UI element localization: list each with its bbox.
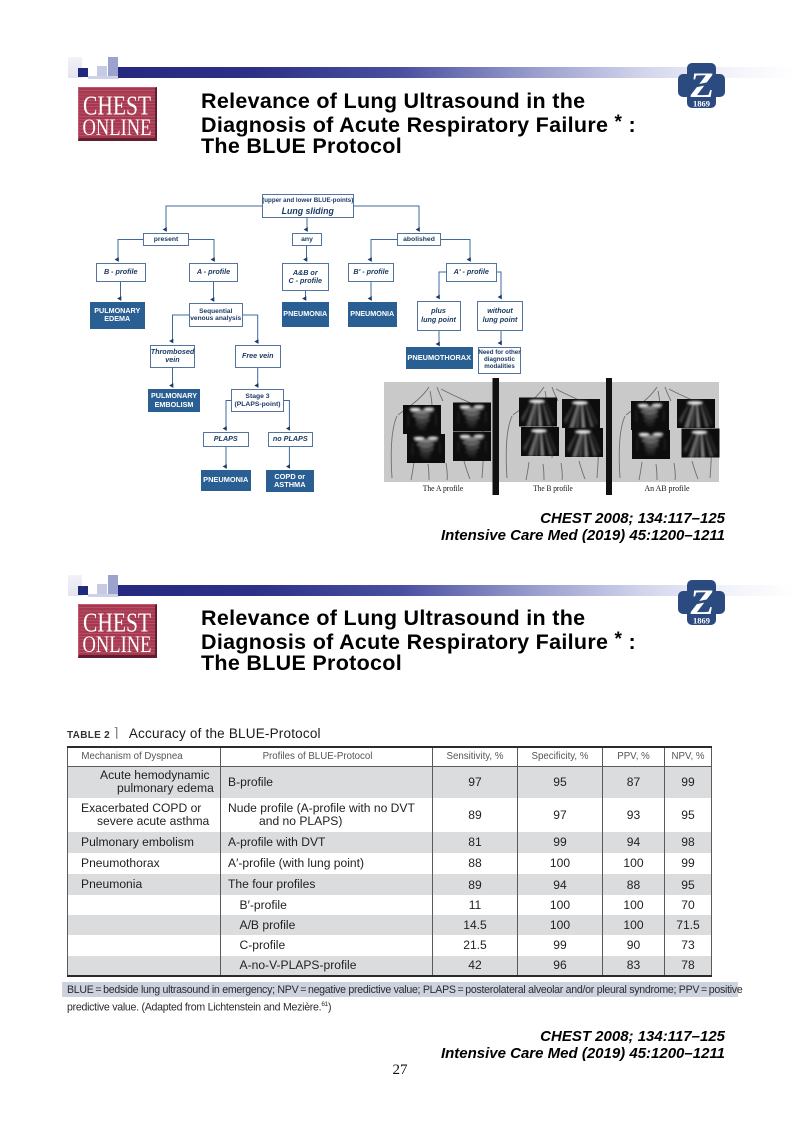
svg-text:The A profile: The A profile bbox=[423, 483, 464, 493]
svg-text:CHEST: CHEST bbox=[83, 608, 151, 638]
svg-text:An AB profile: An AB profile bbox=[645, 483, 690, 493]
svg-text:1869: 1869 bbox=[693, 616, 710, 626]
svg-text:ONLINE: ONLINE bbox=[83, 115, 152, 139]
svg-text:CHEST: CHEST bbox=[83, 91, 151, 121]
svg-text:1869: 1869 bbox=[693, 99, 710, 109]
svg-text:The B profile: The B profile bbox=[533, 483, 573, 493]
svg-text:ONLINE: ONLINE bbox=[83, 632, 152, 656]
